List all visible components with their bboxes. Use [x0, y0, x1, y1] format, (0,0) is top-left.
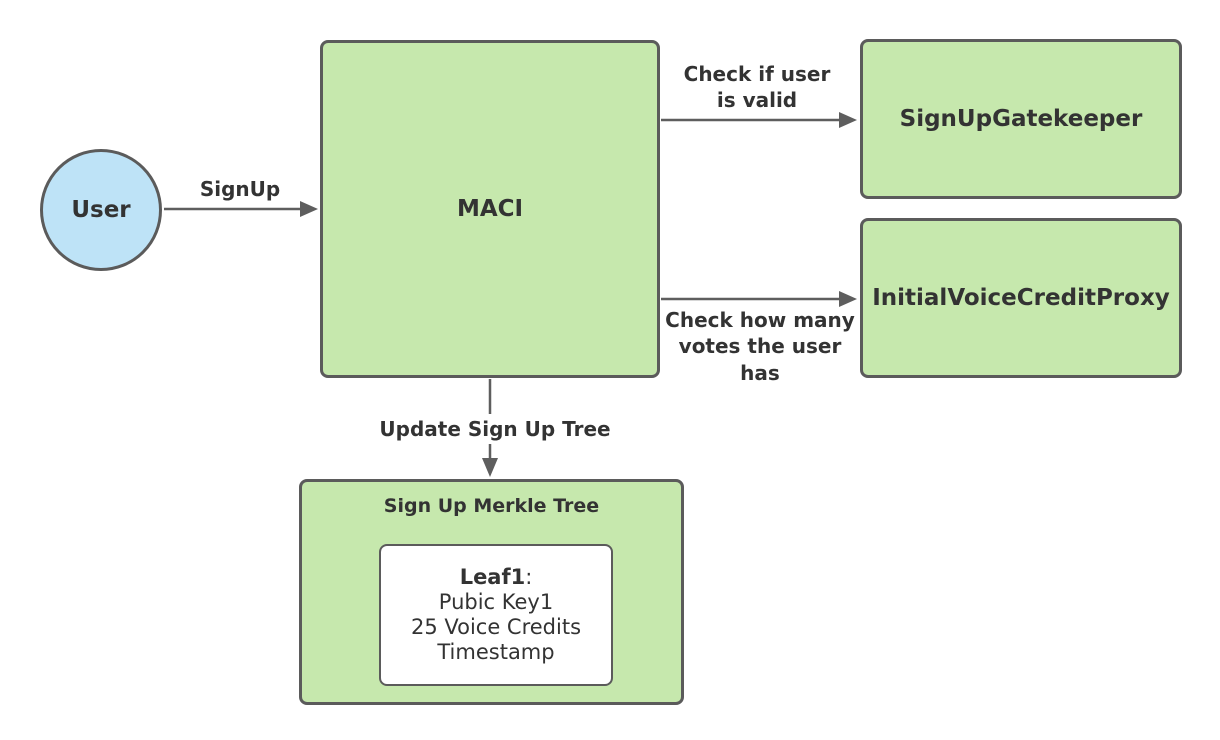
edge-signup-label: SignUp: [199, 177, 281, 201]
edge-check-user-valid-label: Check if user is valid: [683, 62, 831, 113]
edge-update-signup-tree-arrowhead-icon: [482, 458, 498, 477]
edge-update-signup-tree-label: Update Sign Up Tree: [375, 414, 615, 445]
node-signup-gatekeeper-label: SignUpGatekeeper: [899, 106, 1143, 132]
edge-check-votes-label: Check how many votes the user has: [665, 308, 855, 385]
node-initial-voice-credit-proxy-label: InitialVoiceCreditProxy: [872, 285, 1170, 311]
edge-check-votes-arrowhead-icon: [839, 291, 857, 307]
node-maci: MACI: [320, 40, 660, 378]
edge-check-user-valid: [661, 112, 857, 128]
leaf-card: Leaf1: Pubic Key1 25 Voice Credits Times…: [379, 544, 613, 686]
edge-check-votes: [661, 291, 857, 307]
node-maci-label: MACI: [456, 196, 524, 222]
leaf-title-line: Leaf1:: [460, 565, 533, 590]
leaf-name: Leaf1: [459, 565, 526, 589]
node-signup-merkle-tree-label: Sign Up Merkle Tree: [383, 495, 600, 517]
node-initial-voice-credit-proxy: InitialVoiceCreditProxy: [860, 218, 1182, 378]
node-user: User: [40, 149, 162, 271]
node-user-label: User: [71, 197, 131, 223]
leaf-name-separator: :: [525, 565, 533, 589]
node-signup-merkle-tree: Sign Up Merkle Tree Leaf1: Pubic Key1 25…: [299, 479, 684, 705]
leaf-field-public-key: Pubic Key1: [438, 590, 554, 614]
edge-signup-arrowhead-icon: [300, 201, 318, 217]
leaf-field-voice-credits: 25 Voice Credits: [410, 615, 582, 639]
edge-check-user-valid-arrowhead-icon: [839, 112, 857, 128]
leaf-field-timestamp: Timestamp: [437, 640, 555, 664]
node-signup-gatekeeper: SignUpGatekeeper: [860, 39, 1182, 199]
edge-signup: [164, 201, 318, 217]
